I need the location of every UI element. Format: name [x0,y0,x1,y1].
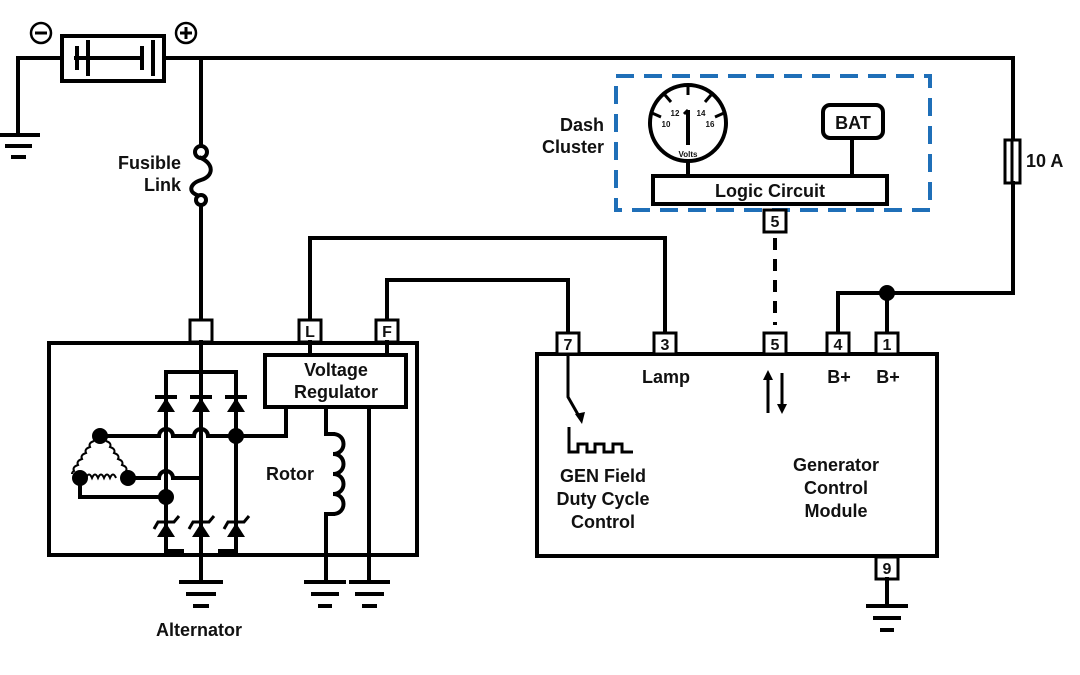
field-switch-icon [566,354,582,419]
gen-field-label: Duty Cycle [556,489,649,509]
stator-phase-wire [98,405,288,438]
b-plus-label: B+ [827,367,851,387]
junction-dot [879,285,895,301]
voltmeter-tick-label: 14 [697,109,706,118]
ground-icon [304,580,346,608]
stator-phase-wire [126,469,203,480]
bat-lamp-label: BAT [835,113,871,133]
rectifier-bridge [152,340,251,582]
junction-dot [158,489,174,505]
fusible-link-icon [189,144,213,207]
fusible-link-label: Fusible [118,153,181,173]
f-to-field-wire [385,278,570,335]
terminal-f-label: F [382,324,392,341]
fusible-link-label: Link [144,175,182,195]
alternator-b-plus-terminal [188,318,214,344]
ground-icon [349,580,390,608]
logic-circuit-label: Logic Circuit [715,181,825,201]
battery-negative-wire [16,56,64,137]
alternator-label: Alternator [156,620,242,640]
battery [29,21,198,83]
gcm-title-label: Generator [793,455,879,475]
lamp-label: Lamp [642,367,690,387]
gcm-pin-5 [762,331,788,356]
logic-circuit-box [651,174,889,206]
voltmeter-unit-label: Volts [679,150,699,159]
cluster-pin-label: 5 [771,214,780,231]
gen-field-label: Control [571,512,635,532]
junction-dot [228,428,244,444]
diode-icon [190,395,212,412]
rotor-coil-icon [330,431,346,517]
fuse-10a-icon [1003,138,1022,185]
b-plus-label: B+ [876,367,900,387]
battery-positive-wire [162,56,1015,142]
voltage-regulator-label: Regulator [294,382,378,402]
voltage-regulator-box [263,353,408,409]
gcm-pin-label: 4 [834,337,843,354]
dash-cluster-label: Dash [560,115,604,135]
ground-icon [179,580,223,608]
gcm-title-label: Module [805,501,868,521]
voltmeter-tick-label: 16 [706,120,715,129]
pwm-waveform-icon [567,427,633,454]
rotor-wire [324,405,335,436]
fuse-to-gcm-wire [836,181,1015,335]
gcm-pin-label: 3 [661,337,670,354]
dash-cluster-label: Cluster [542,137,604,157]
voltmeter-gauge: 10 12 14 16 Volts [648,83,728,178]
fuse-rating-label: 10 A [1026,151,1063,171]
zener-diode-icon [222,515,251,537]
rotor-ground-wire [324,512,335,582]
bidirectional-data-icon [763,370,787,414]
zener-diode-icon [152,515,181,537]
gcm-pin-3 [652,331,678,356]
gcm-pin-4 [825,331,851,356]
stator-winding-icon [71,428,136,486]
gcm-pin-label: 5 [771,337,780,354]
l-to-lamp-wire [308,236,667,335]
gcm-pin-label: 9 [883,561,892,578]
voltmeter-tick-label: 12 [671,109,680,118]
gcm-title-label: Control [804,478,868,498]
voltmeter-tick-label: 10 [662,120,671,129]
voltage-regulator-label: Voltage [304,360,368,380]
gcm-pin-label: 7 [564,337,573,354]
terminal-l-label: L [305,324,315,341]
gcm-box [535,352,939,558]
diode-icon [225,395,247,412]
gcm-pin-1 [874,331,900,356]
diode-icon [155,395,177,412]
ground-icon [866,604,908,632]
bat-warning-lamp: BAT [821,103,885,178]
gcm-pin-label: 1 [883,337,892,354]
rotor-label: Rotor [266,464,314,484]
battery-ground-icon [0,133,40,159]
zener-diode-icon [187,515,216,537]
gen-field-label: GEN Field [560,466,646,486]
cluster-pin-5 [762,208,788,234]
